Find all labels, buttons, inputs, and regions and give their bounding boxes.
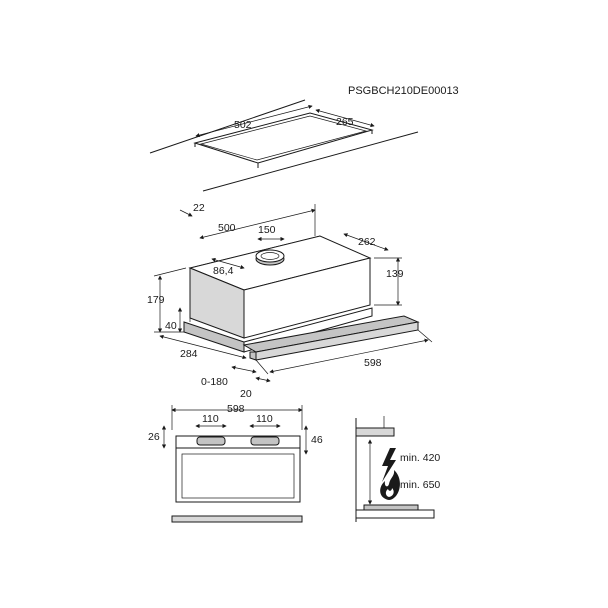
document-code: PSGBCH210DE00013 — [348, 85, 459, 97]
flame-icon — [380, 470, 400, 500]
dim-26: 26 — [148, 431, 160, 443]
dim-110-right: 110 — [256, 413, 273, 425]
dim-500: 500 — [218, 222, 236, 234]
clearance-side-view: min. 420 min. 650 — [355, 416, 440, 522]
dim-86-4: 86,4 — [213, 265, 234, 277]
dim-110-left: 110 — [202, 413, 219, 425]
dim-22: 22 — [193, 202, 205, 214]
dim-20: 20 — [240, 388, 252, 400]
lightning-icon — [382, 448, 396, 482]
min-electric-label: min. 420 — [400, 452, 440, 464]
cutout-drawing: 502 265 — [149, 99, 419, 192]
dim-46: 46 — [311, 434, 323, 446]
cutout-width-label: 502 — [234, 119, 252, 131]
min-gas-label: min. 650 — [400, 479, 440, 491]
dim-0-180: 0-180 — [201, 376, 228, 388]
cutout-depth-label: 265 — [336, 116, 354, 128]
dim-40: 40 — [165, 320, 177, 332]
dim-262: 262 — [358, 236, 376, 248]
hood-isometric-drawing: 22 500 150 262 86,4 139 179 40 284 598 — [147, 202, 433, 400]
dim-598-iso: 598 — [364, 357, 382, 369]
dim-179: 179 — [147, 294, 165, 306]
dim-139: 139 — [386, 268, 404, 280]
dim-150: 150 — [258, 224, 276, 236]
dim-598-front: 598 — [227, 403, 245, 415]
hood-front-view: 598 110 110 26 46 — [148, 403, 323, 523]
dim-284: 284 — [180, 348, 198, 360]
